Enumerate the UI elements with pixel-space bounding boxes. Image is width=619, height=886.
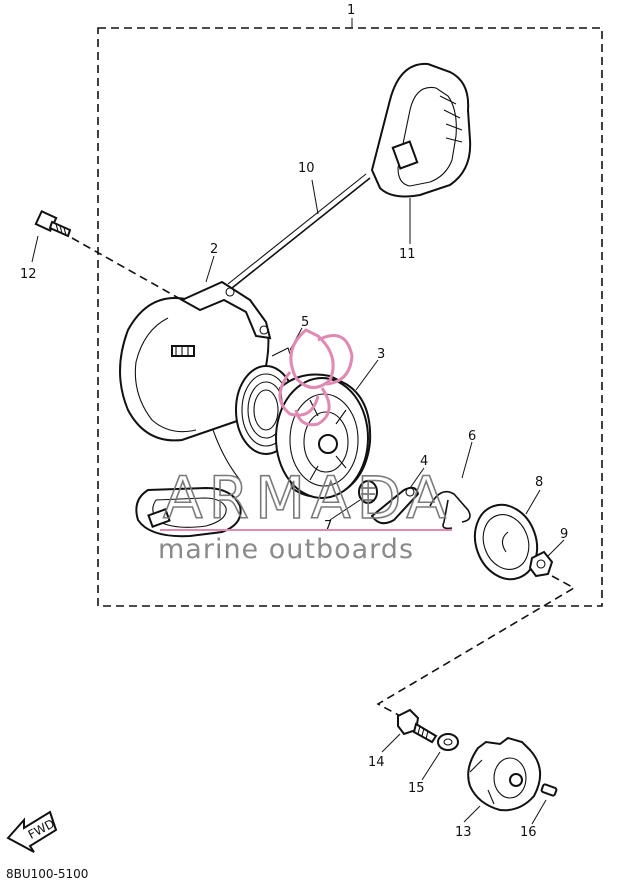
callout-3: 3 bbox=[377, 347, 385, 362]
drum-spring bbox=[358, 480, 378, 504]
bolt-callout-leader bbox=[31, 235, 39, 263]
bolt-alignment-line bbox=[71, 237, 183, 301]
callout-11: 11 bbox=[399, 247, 416, 262]
plate-callout-leader bbox=[525, 489, 541, 515]
callout-12: 12 bbox=[20, 267, 37, 282]
pulley-bolt bbox=[397, 708, 438, 744]
drum-callout-leader bbox=[355, 359, 379, 391]
watermark-tagline: marine outboards bbox=[158, 534, 414, 565]
fwd-arrow-icon: FWD bbox=[6, 810, 58, 853]
housing-bolt bbox=[34, 209, 72, 238]
housing-callout-leader bbox=[205, 255, 215, 283]
assembly-boundary bbox=[97, 27, 603, 607]
clip-callout-leader bbox=[461, 441, 473, 479]
key-callout-leader bbox=[531, 799, 547, 825]
callout-9: 9 bbox=[560, 527, 568, 542]
callout-15: 15 bbox=[408, 781, 425, 796]
reference-code: 8BU100-5100 bbox=[6, 867, 88, 881]
pulley-bolt-callout-leader bbox=[381, 733, 401, 753]
callout-5: 5 bbox=[301, 315, 309, 330]
rope-drum bbox=[275, 373, 372, 499]
friction-plate bbox=[473, 503, 539, 581]
woodruff-key bbox=[540, 783, 558, 797]
callout-14: 14 bbox=[368, 755, 385, 770]
starter-handle bbox=[370, 62, 472, 198]
drum-spring-callout-leader bbox=[329, 499, 361, 521]
callout-8: 8 bbox=[535, 475, 543, 490]
assembly-callout: 1 bbox=[347, 3, 355, 18]
pulley-callout-leader bbox=[463, 805, 481, 823]
rope-callout-leader bbox=[311, 179, 319, 215]
nut bbox=[528, 550, 554, 578]
callout-13: 13 bbox=[455, 825, 472, 840]
washer bbox=[437, 733, 459, 751]
callout-6: 6 bbox=[468, 429, 476, 444]
watermark-brand: ARMADA bbox=[163, 464, 452, 532]
callout-7: 7 bbox=[324, 519, 332, 534]
assembly-link-line bbox=[376, 575, 576, 719]
callout-10: 10 bbox=[298, 161, 315, 176]
starter-pulley bbox=[467, 736, 541, 812]
callout-2: 2 bbox=[210, 242, 218, 257]
starter-housing bbox=[119, 280, 272, 442]
nut-callout-leader bbox=[547, 539, 565, 557]
clip bbox=[429, 490, 471, 530]
callout-16: 16 bbox=[520, 825, 537, 840]
pawl-callout-leader bbox=[409, 467, 425, 489]
watermark-logo-icon bbox=[278, 328, 354, 427]
rope-guide-clamp bbox=[147, 508, 171, 528]
callout-4: 4 bbox=[420, 454, 428, 469]
washer-callout-leader bbox=[421, 751, 441, 781]
